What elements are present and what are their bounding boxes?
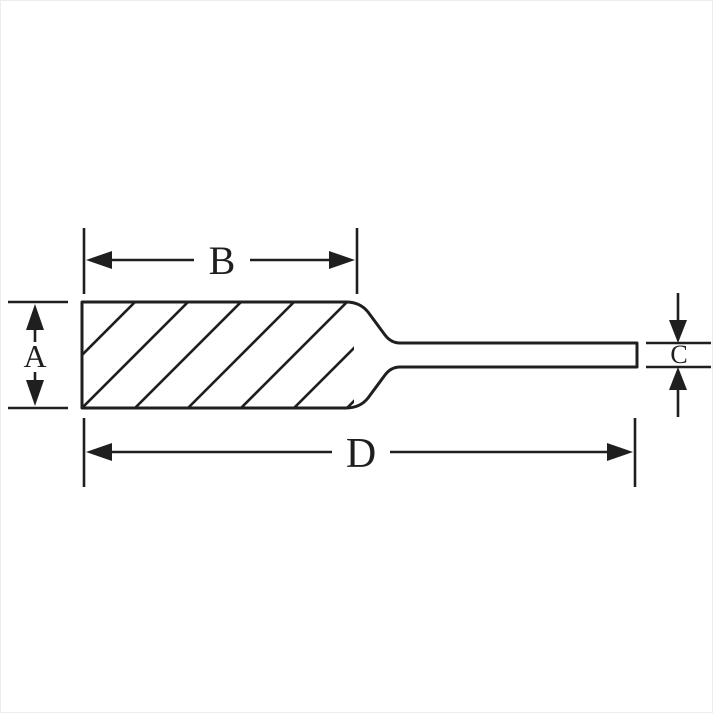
- dimension-b: B: [82, 228, 359, 294]
- dimension-c: C: [646, 293, 711, 417]
- dimension-a: A: [8, 300, 68, 410]
- arrow-up-icon: [669, 367, 687, 390]
- arrow-right-icon: [329, 251, 355, 269]
- arrow-right-icon: [607, 443, 633, 461]
- arrow-down-icon: [26, 380, 44, 406]
- burr-outline: [80, 300, 639, 410]
- arrow-left-icon: [86, 251, 112, 269]
- burr-body: [80, 300, 639, 410]
- arrow-left-icon: [86, 443, 112, 461]
- arrow-down-icon: [669, 320, 687, 343]
- dimension-b-label: B: [209, 238, 236, 283]
- dimension-a-label: A: [23, 338, 46, 374]
- hatch-lines: [83, 303, 354, 407]
- dimension-d: D: [82, 418, 637, 487]
- dimension-d-label: D: [346, 431, 376, 477]
- dimension-c-label: C: [670, 340, 687, 369]
- arrow-up-icon: [26, 304, 44, 330]
